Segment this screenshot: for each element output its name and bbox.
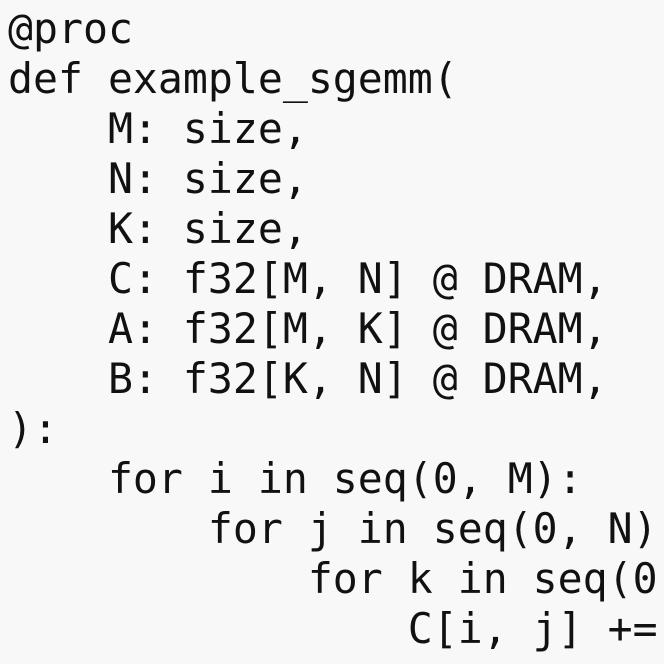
code-line-param-n: N: size, bbox=[8, 154, 308, 203]
code-line-loop-k: for k in seq(0 bbox=[8, 554, 658, 603]
code-line-loop-j: for j in seq(0, N) bbox=[8, 504, 658, 553]
code-line-param-k: K: size, bbox=[8, 204, 308, 253]
code-line-def: def example_sgemm( bbox=[8, 54, 458, 103]
code-line-loop-i: for i in seq(0, M): bbox=[8, 454, 583, 503]
code-line-param-a: A: f32[M, K] @ DRAM, bbox=[8, 304, 608, 353]
code-line-param-c: C: f32[M, N] @ DRAM, bbox=[8, 254, 608, 303]
code-line-accumulate: C[i, j] += bbox=[8, 604, 658, 653]
code-line-close-params: ): bbox=[8, 404, 58, 453]
code-line-param-b: B: f32[K, N] @ DRAM, bbox=[8, 354, 608, 403]
code-line-param-m: M: size, bbox=[8, 104, 308, 153]
code-line-decorator: @proc bbox=[8, 4, 133, 53]
